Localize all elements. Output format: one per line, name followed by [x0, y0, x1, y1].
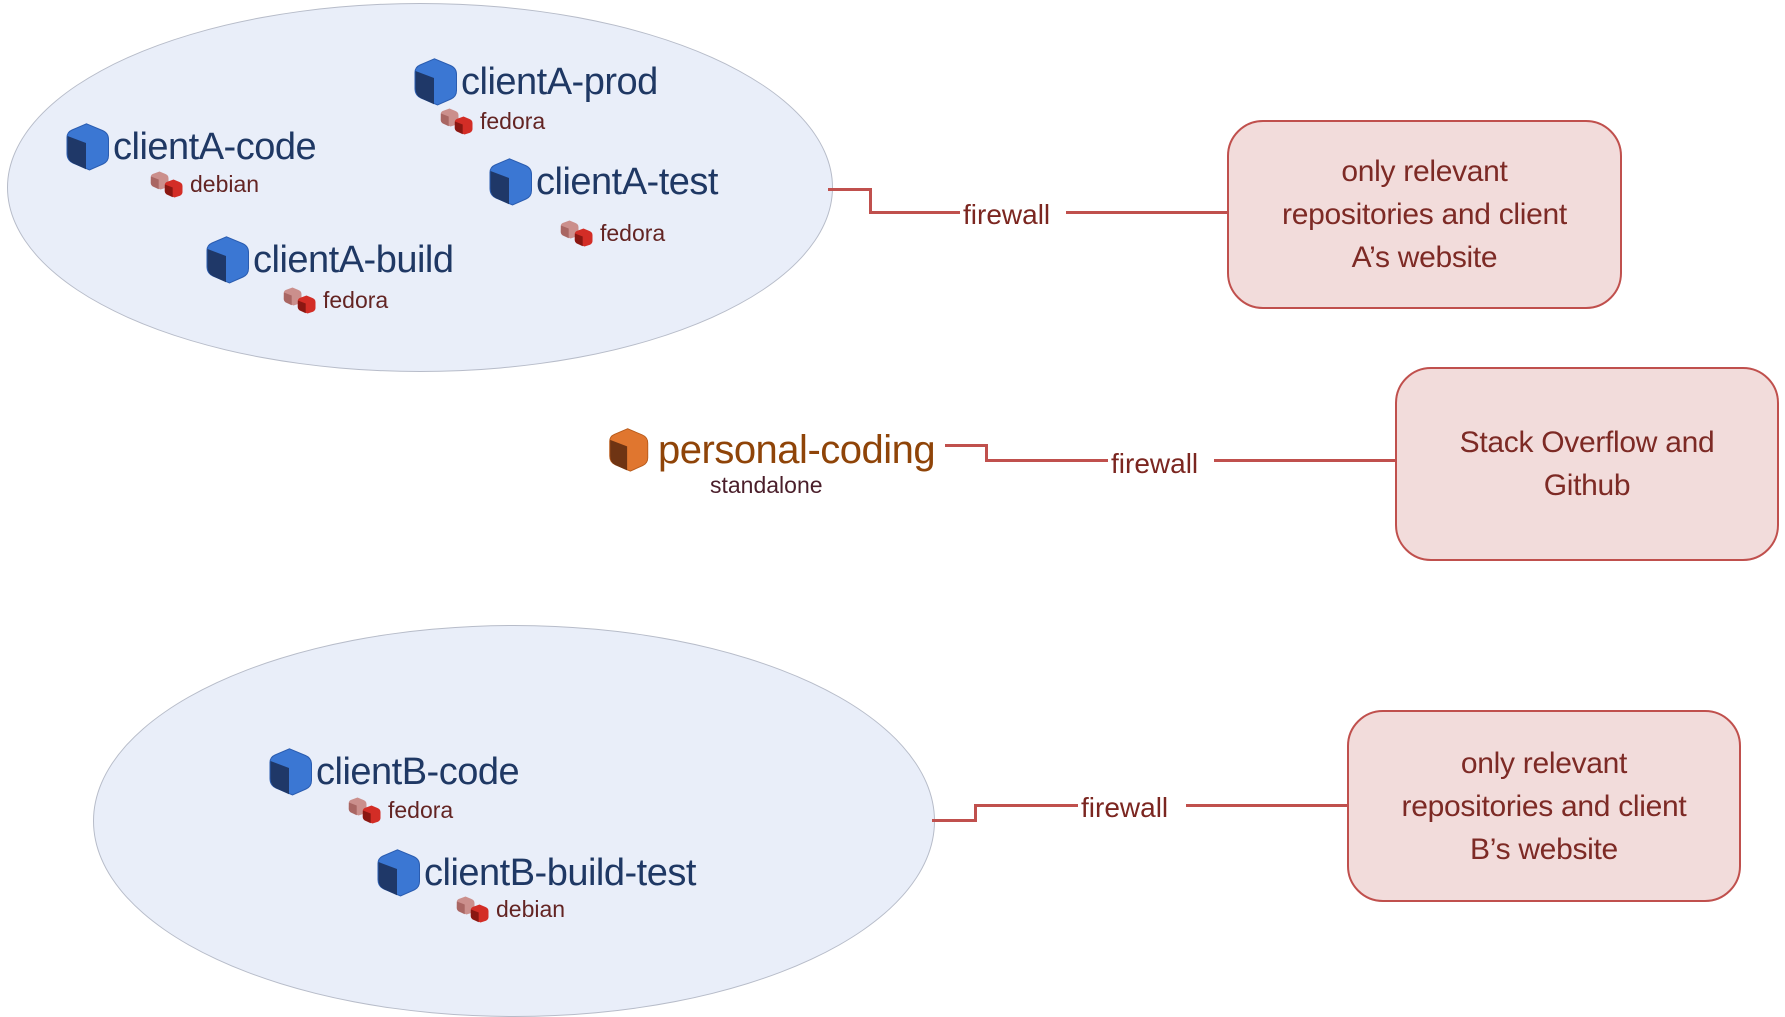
vm-clientA-code: clientA-code [65, 123, 317, 171]
os-clientA-prod: fedora [440, 108, 545, 135]
vm-clientB-build-test: clientB-build-test [376, 849, 696, 897]
connector-personal-segment [988, 459, 1108, 462]
vm-label: clientA-prod [461, 60, 658, 103]
vm-cube-icon [413, 58, 458, 106]
vm-cube-icon [205, 236, 250, 284]
os-clientA-build: fedora [283, 287, 388, 314]
allow-box-line: only relevant [1460, 746, 1628, 780]
connector-b-segment [1186, 804, 1347, 807]
connector-b-segment [932, 819, 977, 822]
os-clientB-code: fedora [348, 797, 453, 824]
connector-a-segment [828, 188, 872, 191]
connector-a-segment [1066, 211, 1227, 214]
allow-box-line: Github [1543, 469, 1631, 502]
allow-box-line: B’s website [1470, 832, 1618, 866]
os-label: fedora [480, 108, 546, 134]
package-icon [150, 171, 184, 198]
vm-label: personal-coding [658, 427, 936, 472]
vm-label: clientB-build-test [424, 851, 696, 894]
package-icon [560, 220, 594, 247]
allowed-destinations-clientA: only relevant repositories and client A’… [1227, 120, 1622, 309]
vm-cube-icon [607, 428, 650, 472]
vm-cube-icon [488, 158, 533, 206]
os-label: debian [496, 896, 566, 922]
allow-box-line: repositories and client [1401, 789, 1687, 823]
connector-b-segment [974, 804, 977, 822]
connector-personal-segment [985, 444, 988, 462]
allow-box-line: repositories and client [1282, 198, 1567, 231]
allow-box-line: only relevant [1341, 155, 1508, 188]
connector-personal-segment [945, 444, 988, 447]
package-icon [283, 287, 317, 314]
vm-clientB-code: clientB-code [268, 748, 520, 796]
vm-label: clientA-build [253, 238, 454, 281]
vm-clientA-prod: clientA-prod [413, 58, 658, 106]
allowed-destinations-personal: Stack Overflow and Github [1395, 367, 1779, 561]
firewall-label-b: firewall [1081, 792, 1169, 823]
vm-cube-icon [65, 123, 110, 171]
vm-clientA-build: clientA-build [205, 236, 454, 284]
os-clientB-build-test: debian [456, 896, 565, 923]
allowed-destinations-clientB: only relevant repositories and client B’… [1347, 710, 1741, 902]
vm-label: clientB-code [316, 750, 520, 793]
firewall-label-a: firewall [963, 199, 1051, 230]
os-personal-coding: standalone [710, 472, 823, 498]
allow-box-line: A’s website [1351, 241, 1498, 274]
vm-label: clientA-test [536, 160, 718, 203]
clientB-network-boundary [93, 625, 935, 1017]
connector-b-segment [977, 804, 1078, 807]
connector-a-segment [869, 188, 872, 214]
vm-cube-icon [268, 748, 313, 796]
os-label: fedora [600, 220, 666, 246]
os-clientA-code: debian [150, 171, 259, 198]
allow-box-line: Stack Overflow and [1459, 426, 1715, 459]
os-label: debian [190, 171, 260, 197]
firewall-label-personal: firewall [1111, 448, 1199, 479]
package-icon [348, 797, 382, 824]
vm-personal-coding: personal-coding [607, 427, 936, 472]
vm-cube-icon [376, 849, 421, 897]
vm-label: clientA-code [113, 125, 317, 168]
os-clientA-test: fedora [560, 220, 665, 247]
package-icon [440, 108, 474, 135]
os-label: fedora [388, 797, 454, 823]
connector-personal-segment [1214, 459, 1395, 462]
package-icon [456, 896, 490, 923]
vm-clientA-test: clientA-test [488, 158, 718, 206]
connector-a-segment [872, 211, 960, 214]
os-label: fedora [323, 287, 389, 313]
